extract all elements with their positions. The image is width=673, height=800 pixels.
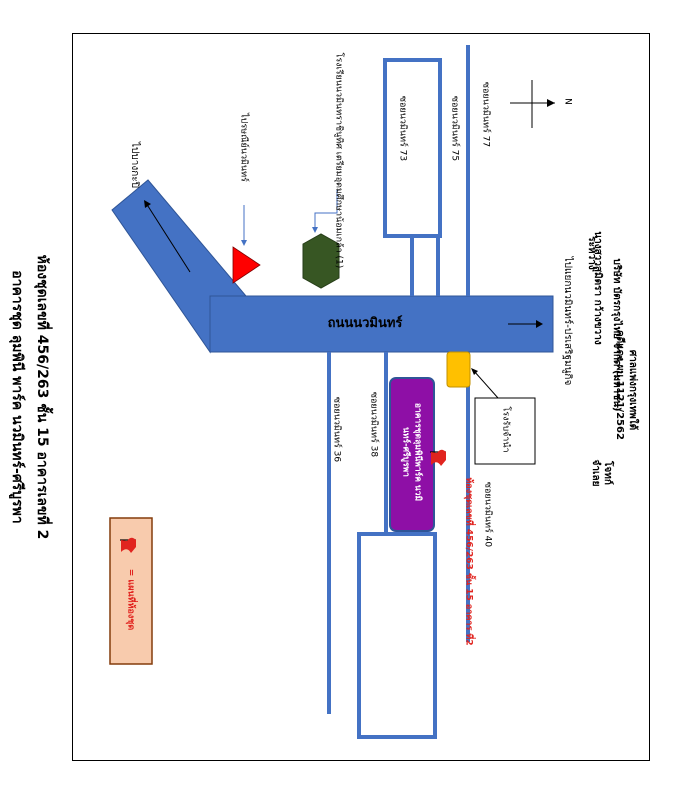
- landmark-post-office: ไปรษณีย์นวมินทร์: [238, 113, 249, 182]
- condo-label: อาคารชุดลุมพินีพาร์ค นวมินทร์-ศรีบูรพา: [400, 402, 423, 502]
- legend-flag-icon: [120, 537, 136, 553]
- landmark-school: โรงเรียนนวมินทราชินูทิศ เตรียมอุดมศึกษาน…: [333, 52, 344, 269]
- soi-label-73: ซอยนวมินทร์ 73: [397, 95, 408, 162]
- road-label-nawamin: ถนนนวมินทร์: [327, 316, 403, 331]
- shop-label-box: [474, 397, 536, 465]
- soi-73-road: [410, 236, 414, 296]
- soi-73-loop: [383, 58, 442, 238]
- soi-label-75: ซอยนวมินทร์ 75: [449, 95, 460, 162]
- legend-label: = แผนที่ห้องชุด: [125, 568, 136, 631]
- road-to-bangkapi: [111, 179, 248, 354]
- soi-36-road: [327, 352, 331, 714]
- flag-icon: [430, 449, 446, 466]
- condo-unit-label: ห้องชุดเลขที่ 456/263 ชั้น 15 อาคาร ที่2: [463, 477, 474, 646]
- shop-label: โรงรับจำนำ: [500, 406, 511, 453]
- north-label: N: [562, 98, 573, 105]
- soi-40-road: [466, 352, 470, 642]
- soi-77-road: [466, 45, 470, 296]
- soi-label-77: ซอยนวมินทร์ 77: [480, 81, 491, 148]
- road-nawamin: [209, 295, 554, 353]
- north-arrow-icon: [510, 80, 555, 128]
- rectangle-marker-icon: [446, 351, 471, 388]
- triangle-marker-icon: [232, 246, 261, 284]
- soi-label-40: ซอยนวมินทร์ 40: [482, 481, 493, 548]
- soi-label-36: ซอยนวมินทร์ 36: [331, 396, 342, 463]
- map-frame: [72, 33, 650, 761]
- road-label-bangkapi: ไปบางกะปิ: [129, 142, 140, 188]
- road-label-ramindra: ไปแยกนวมินทร์-ปรเสริฐมนูกิจ: [562, 256, 573, 386]
- hexagon-marker-icon: [302, 233, 340, 289]
- soi-38-loop: [357, 532, 437, 739]
- soi-label-38: ซอยนวมินทร์ 38: [368, 391, 379, 458]
